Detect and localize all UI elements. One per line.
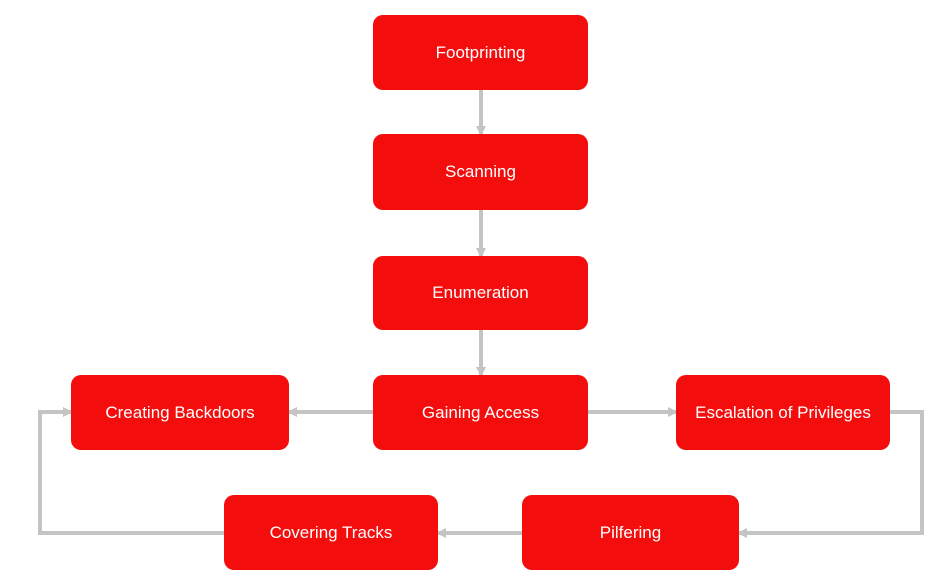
arrow-covering-tracks-to-creating-backdoors: [38, 407, 224, 535]
node-footprinting: Footprinting: [373, 15, 588, 90]
node-scanning-label: Scanning: [445, 162, 516, 181]
node-creating-backdoors-label: Creating Backdoors: [105, 402, 255, 422]
node-creating-backdoors: Creating Backdoors: [71, 375, 289, 450]
node-gaining-access: Gaining Access: [373, 375, 588, 450]
arrow-escalation-to-pilfering: [737, 410, 924, 538]
node-scanning: Scanning: [373, 134, 588, 210]
node-gaining-access-label: Gaining Access: [421, 402, 540, 422]
node-escalation-of-privileges-label: Escalation of Privileges: [695, 402, 871, 422]
node-footprinting-label: Footprinting: [435, 42, 526, 62]
node-pilfering: Pilfering: [522, 495, 739, 570]
node-covering-tracks-label: Covering Tracks: [269, 522, 393, 542]
node-covering-tracks: Covering Tracks: [224, 495, 438, 570]
node-enumeration: Enumeration: [373, 256, 588, 330]
node-pilfering-label: Pilfering: [599, 522, 662, 542]
node-enumeration-label: Enumeration: [432, 283, 529, 302]
node-escalation-of-privileges: Escalation of Privileges: [676, 375, 890, 450]
